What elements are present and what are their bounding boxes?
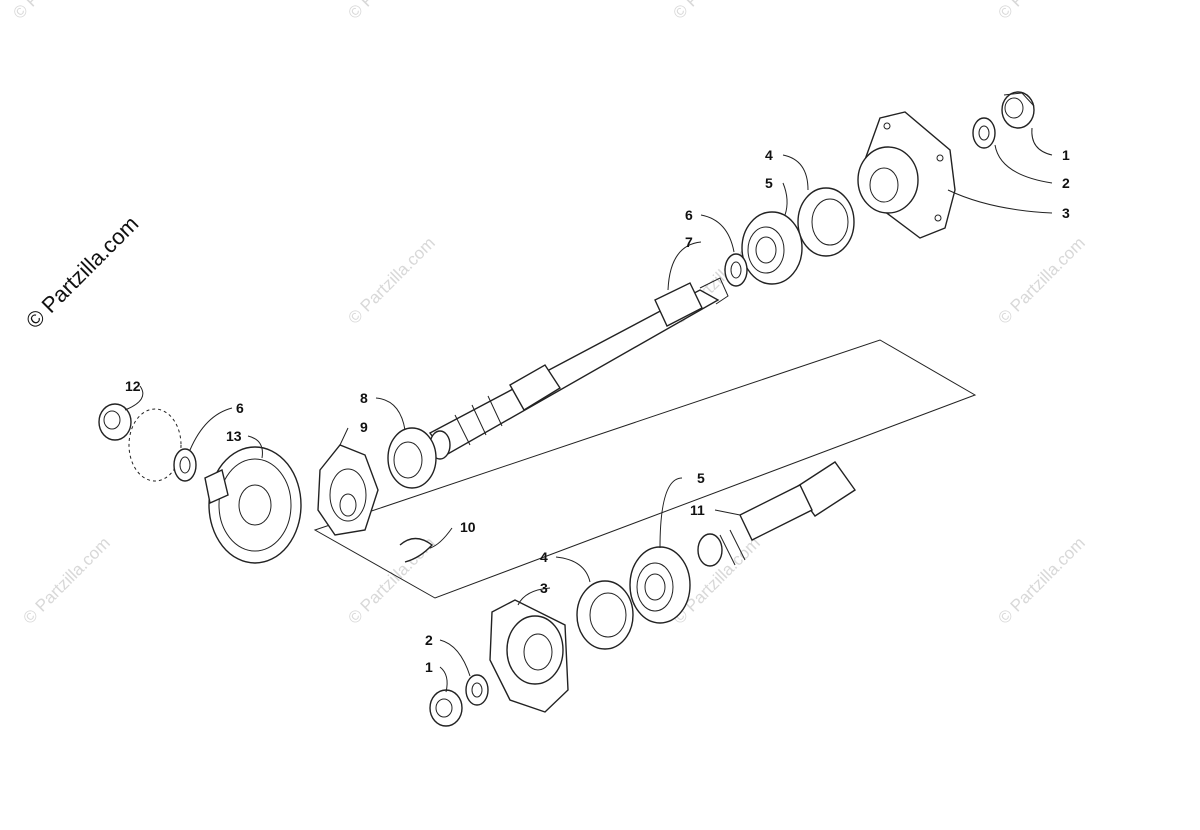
callout-4-bottom: 4 xyxy=(540,549,548,565)
watermark-tile: © Partzilla.com xyxy=(344,0,438,23)
bearing-bottom xyxy=(629,546,691,624)
callout-2-top: 2 xyxy=(1062,175,1070,191)
watermark-tile: © Partzilla.com xyxy=(994,0,1088,23)
washer-6-top xyxy=(724,253,748,287)
callout-12: 12 xyxy=(125,378,141,394)
subassembly-outline xyxy=(313,339,977,599)
callout-8: 8 xyxy=(360,390,368,406)
bearing-top xyxy=(741,211,803,285)
brand-watermark: © Partzilla.com xyxy=(21,211,144,334)
callout-5-top: 5 xyxy=(765,175,773,191)
seal-bottom xyxy=(576,580,634,650)
callout-11: 11 xyxy=(690,502,705,518)
phantom-washer xyxy=(128,408,182,482)
nut-bottom xyxy=(429,689,463,727)
nut-top xyxy=(1001,91,1035,129)
circlip xyxy=(399,537,434,563)
watermark-tile: © Partzilla.com xyxy=(344,233,438,327)
watermark-tile: © Partzilla.com xyxy=(994,233,1088,327)
callout-10: 10 xyxy=(460,519,476,535)
callout-13: 13 xyxy=(226,428,242,444)
leader-lines xyxy=(124,127,1053,693)
washer-bottom xyxy=(465,674,489,706)
housing-top xyxy=(857,111,956,239)
housing-bottom xyxy=(489,599,569,713)
callout-6-left: 6 xyxy=(236,400,244,416)
watermark-tile: © Partzilla.com xyxy=(669,0,763,23)
callout-4-top: 4 xyxy=(765,147,773,163)
spur-gear xyxy=(204,446,302,564)
callout-6-top: 6 xyxy=(685,207,693,223)
callout-3-top: 3 xyxy=(1062,205,1070,221)
washer-6-left xyxy=(173,448,197,482)
short-shaft xyxy=(697,461,856,567)
callout-1-bottom: 1 xyxy=(425,659,433,675)
callout-2-bottom: 2 xyxy=(425,632,433,648)
watermark-tile: © Partzilla.com xyxy=(9,0,103,23)
watermark-tile: © Partzilla.com xyxy=(994,533,1088,627)
callout-3-bottom: 3 xyxy=(540,580,548,596)
callout-9: 9 xyxy=(360,419,368,435)
callout-5-bottom: 5 xyxy=(697,470,705,486)
washer-top xyxy=(972,117,996,149)
watermark-tiles: © Partzilla.com © Partzilla.com © Partzi… xyxy=(9,0,1088,628)
watermark-tile: © Partzilla.com xyxy=(19,533,113,627)
bearing-8 xyxy=(387,427,437,489)
shaft xyxy=(428,277,729,460)
seal-top xyxy=(797,187,855,257)
callout-1-top: 1 xyxy=(1062,147,1070,163)
bevel-gear xyxy=(317,444,379,536)
callout-7: 7 xyxy=(685,234,693,250)
nut-12 xyxy=(98,403,132,441)
